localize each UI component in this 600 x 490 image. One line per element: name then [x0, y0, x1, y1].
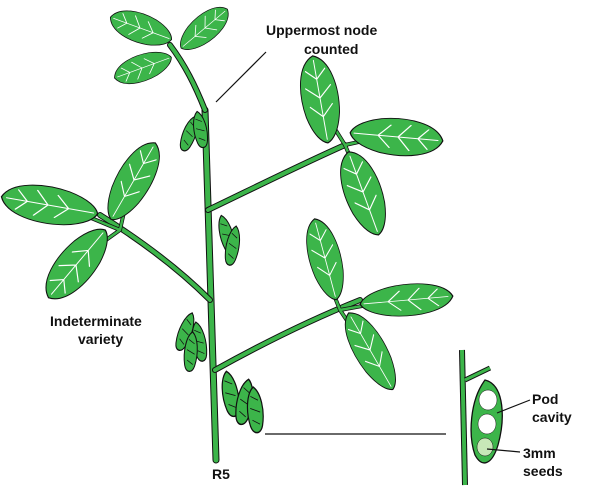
- leaf-top-lower: [109, 44, 177, 91]
- pod-cavity-label-2: cavity: [532, 409, 572, 425]
- leaf-upper-branch-bottom: [330, 144, 397, 242]
- seed-1: [478, 389, 498, 411]
- variety-label-1: Indeterminate: [50, 313, 142, 329]
- leaf-mid-branch-top: [95, 133, 171, 229]
- seeds-leader: [486, 448, 521, 453]
- leaf-top-left: [104, 3, 177, 54]
- uppermost-node-label-1: Uppermost node: [266, 22, 377, 38]
- leaf-lower-branch-right: [358, 279, 455, 321]
- seed-3: [476, 437, 494, 457]
- seed-2: [477, 413, 497, 435]
- uppermost-node-label-2: counted: [304, 41, 358, 57]
- pod-cavity-leader: [496, 399, 531, 414]
- leaf-mid-branch-bottom: [33, 217, 120, 311]
- main-stem: [201, 106, 220, 464]
- seeds-label-1: 3mm: [523, 445, 556, 461]
- pod-cavity-label-1: Pod: [532, 391, 558, 407]
- variety-label-2: variety: [78, 331, 123, 347]
- uppermost-node-leader: [215, 51, 267, 103]
- leaf-lower-branch-bottom: [334, 304, 408, 398]
- pods: [172, 109, 266, 435]
- pod-detail: [459, 349, 531, 486]
- growth-stage-label: R5: [212, 466, 230, 482]
- leaf-upper-branch-right: [347, 113, 446, 160]
- seeds-label-2: seeds: [523, 463, 563, 479]
- leaf-top-right: [172, 0, 237, 59]
- leaf-lower-branch-top: [298, 214, 352, 305]
- leaf-mid-branch-left: [0, 178, 102, 233]
